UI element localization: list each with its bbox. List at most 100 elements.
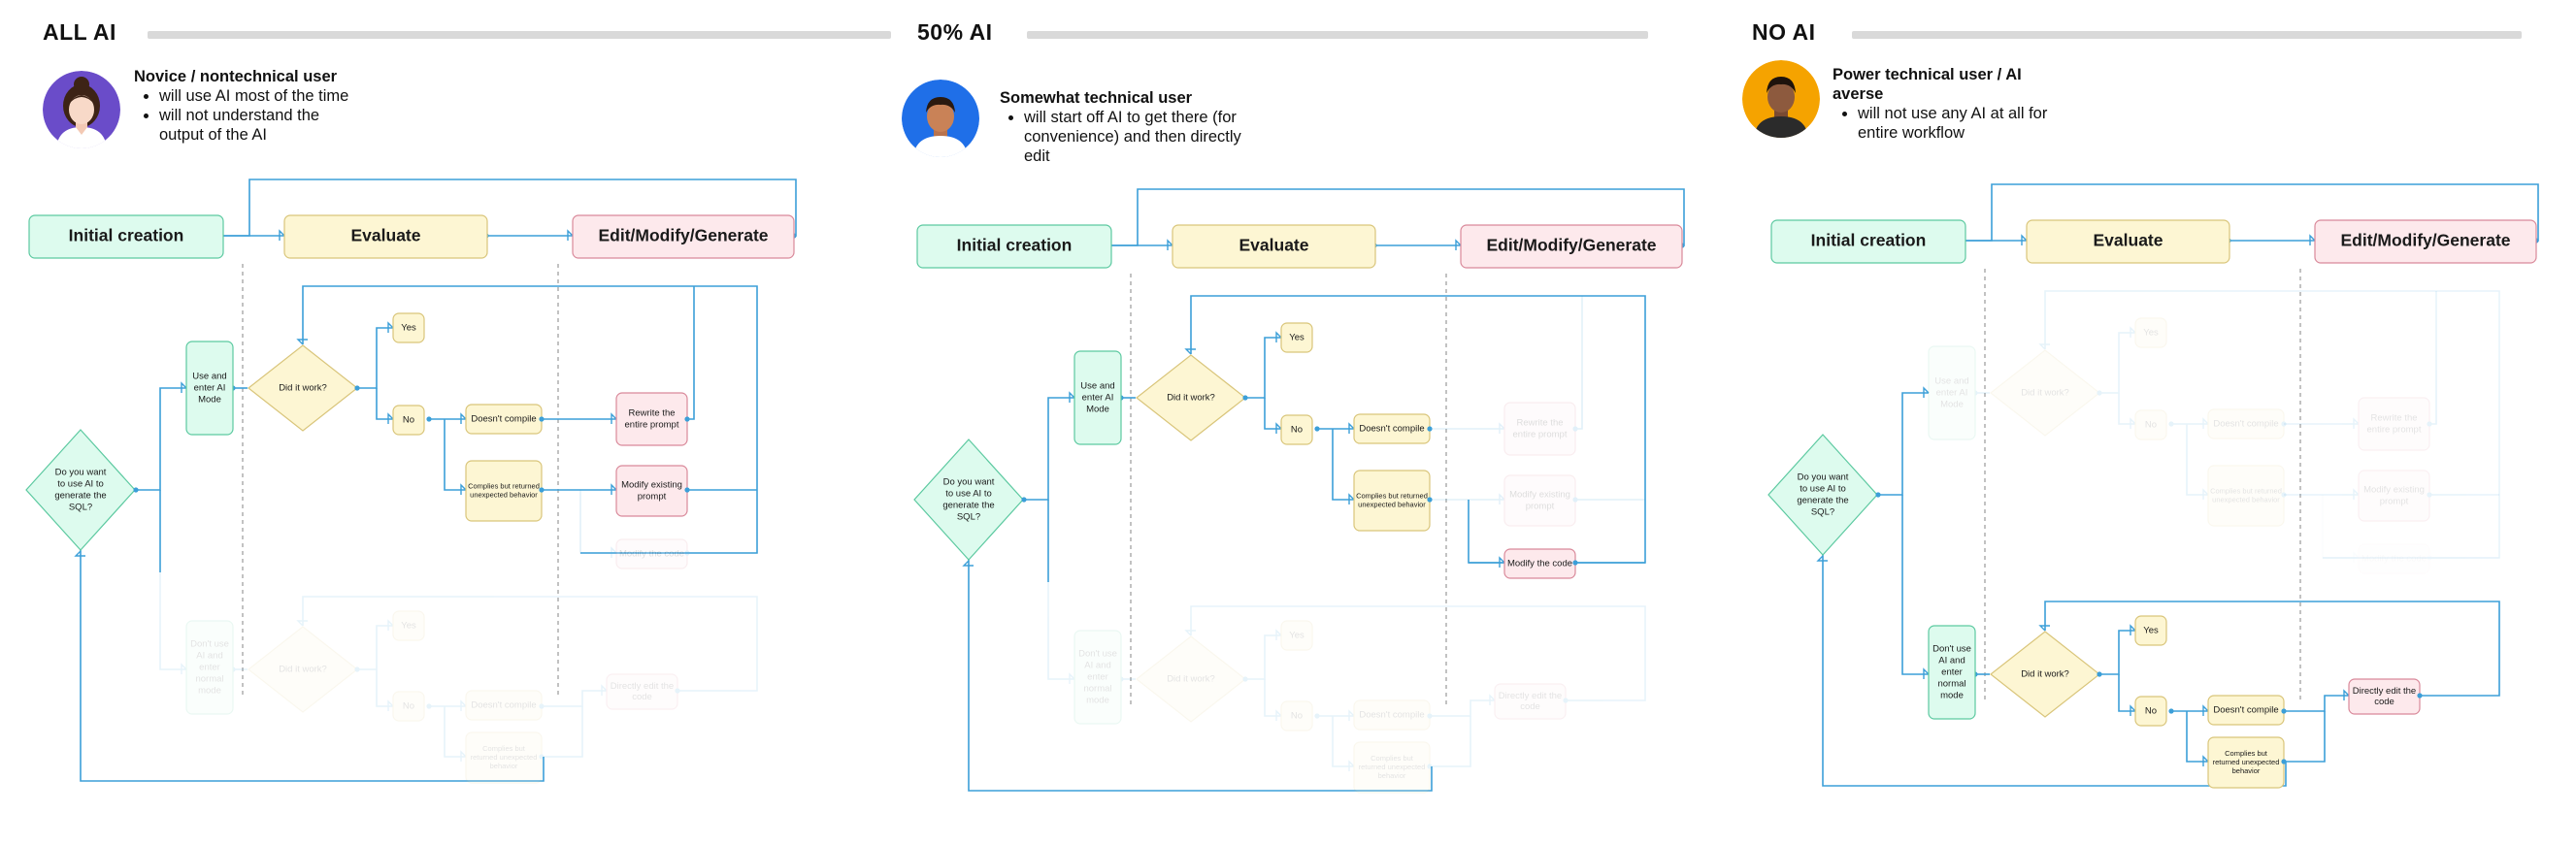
connector-dot <box>354 385 360 391</box>
edit-modify-generate-box-label: Edit/Modify/Generate <box>598 226 768 245</box>
complies-unexpected-box <box>1353 741 1431 794</box>
arrowhead <box>2343 689 2350 700</box>
persona-bullets: will not use any AI at all for entire wo… <box>1840 104 2091 143</box>
connector-line <box>2099 630 2135 675</box>
directly-edit-code-box-label: code <box>2374 697 2394 707</box>
yes-box-label: Yes <box>1289 631 1305 641</box>
connector-dot <box>2097 390 2102 396</box>
initial-creation-box <box>1770 219 1966 264</box>
did-it-work-diamond-label: Did it work? <box>1167 393 1215 404</box>
complies-unexpected-box <box>2207 465 2285 527</box>
connector-dot <box>1572 426 1578 432</box>
use-ai-mode-box-label: enter AI <box>194 383 226 394</box>
yes-box <box>392 610 425 641</box>
connector-line <box>444 706 466 758</box>
modify-code-box-label: Modify the code <box>619 549 684 560</box>
arrowhead <box>1499 493 1505 504</box>
connector-dot <box>426 416 432 422</box>
no-box <box>1280 414 1313 445</box>
dont-use-ai-box-label: normal <box>1083 684 1111 695</box>
retry-loop-line <box>2044 290 2500 559</box>
arrowhead <box>296 620 308 627</box>
arrowhead <box>2021 234 2028 245</box>
arrowhead <box>611 412 617 424</box>
connector-line <box>2118 674 2135 712</box>
did-it-work-diamond-label: Did it work? <box>279 665 327 675</box>
panel-no-ai: NO AI Power technical user / AI averse w… <box>1742 0 2576 845</box>
arrowhead <box>2353 488 2360 500</box>
panel-divider-bar <box>148 31 891 39</box>
complies-unexpected-box-label: behavior <box>1378 771 1406 780</box>
use-ai-question-diamond-label: Do you want <box>55 468 107 478</box>
connector-dot <box>2427 492 2432 498</box>
arrowhead <box>1923 667 1930 679</box>
use-ai-mode-box-label: Mode <box>1086 405 1109 415</box>
dont-use-ai-box-label: Don't use <box>190 639 229 650</box>
connector-dot <box>1875 492 1881 498</box>
return-line <box>968 555 1433 792</box>
directly-edit-code-box-label: Directly edit the <box>1499 691 1562 701</box>
arrowhead <box>2309 234 2316 245</box>
arrowhead <box>1499 556 1505 568</box>
connector-dot <box>1563 698 1569 703</box>
dont-use-ai-box-label: enter <box>199 663 220 673</box>
woman-avatar-icon <box>43 71 120 148</box>
persona-title: Power technical user / AI averse <box>1833 66 2022 103</box>
connector-dot <box>1242 395 1248 401</box>
edit-modify-generate-box-label: Edit/Modify/Generate <box>2340 231 2510 250</box>
arrowhead <box>1069 672 1075 684</box>
complies-unexpected-box-label: returned unexpected <box>471 753 538 762</box>
arrowhead <box>2130 704 2136 716</box>
retry-loop-line <box>302 596 758 692</box>
rewrite-prompt-box-label: entire prompt <box>625 420 679 431</box>
connector-dot <box>1314 713 1320 719</box>
use-ai-mode-box-label: Mode <box>1940 400 1964 410</box>
modify-prompt-box-label: prompt <box>1526 502 1555 512</box>
use-ai-question-diamond-label: to use AI to <box>1800 484 1846 495</box>
modify-prompt-box-label: Modify existing <box>2363 485 2425 496</box>
arrowhead <box>1184 348 1196 355</box>
connector-line <box>1332 429 1354 501</box>
connector-dot <box>2281 759 2287 764</box>
connector-dot <box>675 688 680 694</box>
complies-unexpected-box-label: Complies but returned <box>468 481 540 490</box>
doesnt-compile-box-label: Doesn't compile <box>1359 424 1424 435</box>
connector-dot <box>2427 555 2431 560</box>
connector-line <box>1245 634 1281 680</box>
use-ai-mode-box-label: Mode <box>198 395 221 406</box>
modify-code-box-label: Modify the code <box>2361 554 2427 565</box>
arrowhead <box>460 483 467 495</box>
directly-edit-code-box-label: Directly edit the <box>2353 686 2416 697</box>
did-it-work-diamond-label: Did it work? <box>1167 674 1215 685</box>
initial-creation-box <box>28 214 224 259</box>
modify-prompt-box-label: prompt <box>638 492 667 503</box>
no-box <box>2134 409 2167 440</box>
arrowhead <box>2130 624 2136 635</box>
connector-line <box>1264 398 1281 430</box>
persona-bullets: will start off AI to get there (for conv… <box>1007 108 1247 166</box>
doesnt-compile-box <box>2207 408 2285 439</box>
connector-dot <box>230 666 236 672</box>
connector-line <box>542 690 607 707</box>
connector-dot <box>2281 708 2287 714</box>
connector-dot <box>684 416 690 422</box>
dont-use-ai-box <box>1928 625 1976 720</box>
connector-dot <box>2097 671 2102 677</box>
connector-line <box>579 490 616 554</box>
connector-line <box>2284 711 2326 763</box>
evaluate-box-label: Evaluate <box>351 226 421 245</box>
persona-title: Novice / nontechnical user <box>134 68 338 85</box>
connector-line <box>1430 716 1471 767</box>
connector-line <box>136 387 186 491</box>
use-ai-question-diamond-label: generate the <box>942 501 994 511</box>
use-ai-question-diamond-label: SQL? <box>957 512 980 523</box>
